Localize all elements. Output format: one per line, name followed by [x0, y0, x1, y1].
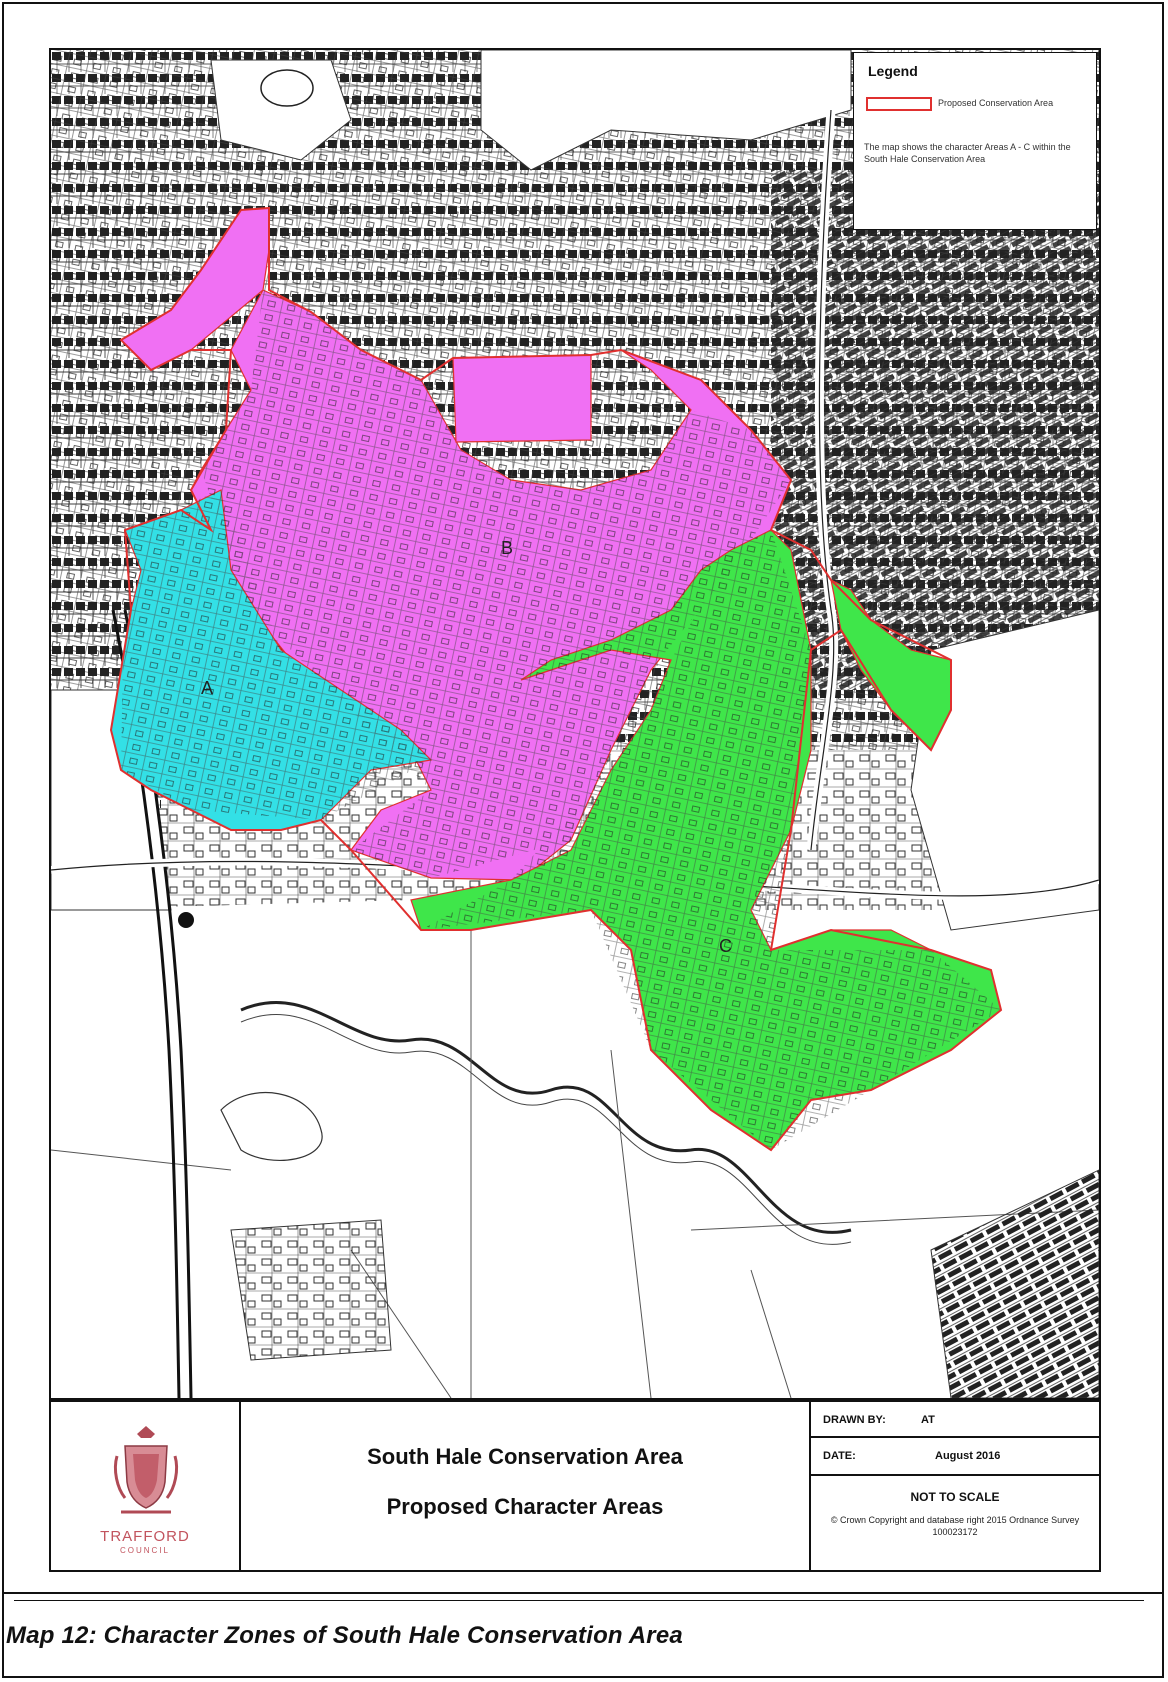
map-legend: Legend Proposed Conservation Area The ma… [853, 52, 1097, 230]
date-row: DATE: August 2016 [811, 1438, 1099, 1476]
legend-swatch-label: Proposed Conservation Area [938, 98, 1054, 108]
river [240, 1001, 852, 1234]
frame-divider-thin [14, 1600, 1144, 1601]
open-land-east [910, 609, 1099, 931]
logo-name: TRAFFORD [100, 1528, 190, 1545]
north-arrow-icon: N [1095, 1370, 1101, 1400]
station [178, 912, 194, 928]
date-key: DATE: [823, 1450, 856, 1462]
woodland [220, 1091, 323, 1161]
frame-divider [2, 1592, 1164, 1594]
estate-south-east [930, 1169, 1099, 1398]
boundary-swatch [866, 97, 932, 111]
scale-copyright-row: NOT TO SCALE © Crown Copyright and datab… [811, 1476, 1099, 1570]
map-canvas: A B C [51, 50, 1099, 1398]
title-block: TRAFFORD COUNCIL South Hale Conservation… [49, 1400, 1101, 1572]
map-title-line-1: South Hale Conservation Area [367, 1444, 683, 1469]
scale-note: NOT TO SCALE [910, 1490, 1000, 1504]
conservation-area-boundary [109, 206, 1003, 1152]
logo-subtitle: COUNCIL [119, 1546, 170, 1555]
zone-label-c: C [719, 936, 732, 956]
river-bank [240, 1014, 852, 1245]
estate-south-west [230, 1219, 392, 1361]
zone-label-a: A [201, 678, 213, 698]
zone-b-block-north [452, 354, 592, 443]
zone-label-b: B [501, 538, 513, 558]
drawn-by-key: DRAWN BY: [823, 1414, 886, 1426]
main-road-east-edge [810, 109, 835, 851]
map-panel: A B C Legend Proposed Conservation Area … [49, 48, 1101, 1400]
roundabout [260, 69, 314, 107]
field-boundaries [51, 930, 1099, 1398]
park-northwest [210, 59, 352, 161]
date-value: August 2016 [935, 1450, 1001, 1462]
map-caption: Map 12: Character Zones of South Hale Co… [6, 1622, 683, 1649]
copyright-note: © Crown Copyright and database right 201… [830, 1515, 1080, 1537]
zone-texture [121, 290, 1001, 1150]
crest-icon [113, 1426, 179, 1514]
legend-note: The map shows the character Areas A - C … [864, 142, 1071, 164]
legend-title: Legend [868, 63, 918, 79]
map-metadata: DRAWN BY: AT DATE: August 2016 NOT TO SC… [809, 1402, 1099, 1570]
drawn-by-row: DRAWN BY: AT [811, 1402, 1099, 1438]
drawn-by-value: AT [921, 1414, 935, 1426]
council-logo: TRAFFORD COUNCIL [51, 1402, 241, 1570]
open-land-north [480, 50, 852, 171]
map-title-line-2: Proposed Character Areas [386, 1494, 664, 1519]
map-title: South Hale Conservation Area Proposed Ch… [241, 1402, 809, 1570]
